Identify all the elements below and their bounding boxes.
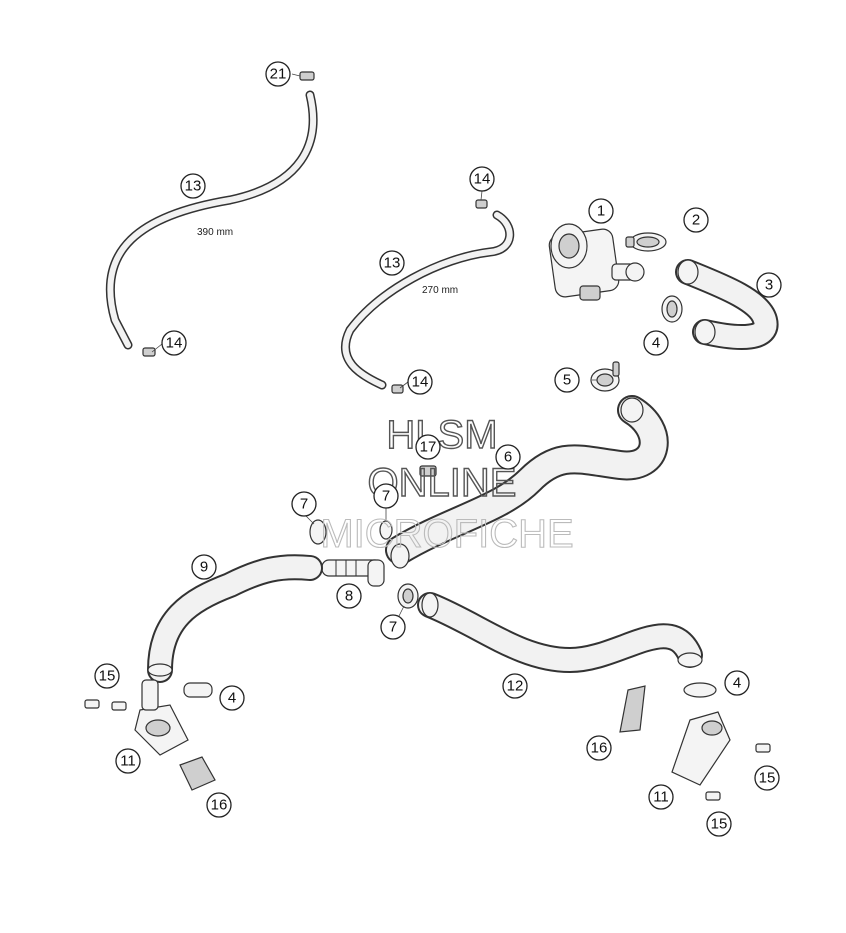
callout-15-right-a: 15	[754, 765, 780, 791]
watermark-line-3: MICROFICHE	[320, 512, 573, 556]
t-connector-8	[321, 559, 385, 587]
svg-text:14: 14	[474, 171, 491, 188]
svg-text:2: 2	[692, 212, 700, 229]
svg-text:6: 6	[504, 449, 512, 466]
bolt-15-left-b	[111, 701, 127, 711]
svg-text:1: 1	[597, 203, 605, 220]
callout-6: 6	[495, 444, 521, 470]
callout-3: 3	[756, 272, 782, 298]
main-hose-6	[385, 395, 669, 569]
callout-1: 1	[588, 198, 614, 224]
svg-text:7: 7	[382, 488, 390, 505]
hose-12	[417, 592, 703, 673]
callout-13-mid: 13	[379, 250, 405, 276]
hose-clamp-14-left	[142, 347, 156, 357]
svg-text:7: 7	[300, 496, 308, 513]
callout-11-left: 11	[115, 748, 141, 774]
svg-text:14: 14	[412, 374, 429, 391]
callout-4-left: 4	[219, 685, 245, 711]
svg-text:16: 16	[591, 740, 608, 757]
svg-text:12: 12	[507, 678, 524, 695]
callout-7-left: 7	[291, 491, 317, 517]
hose-clamp-21	[299, 71, 315, 81]
svg-text:5: 5	[563, 372, 571, 389]
callout-4-right: 4	[724, 670, 750, 696]
callout-12: 12	[502, 673, 528, 699]
callout-13-left: 13	[180, 173, 206, 199]
callout-14-top: 14	[469, 166, 495, 192]
svg-text:17: 17	[420, 439, 437, 456]
ring-clamp-4-right	[683, 682, 717, 698]
clamp-7-bottom	[397, 583, 419, 609]
hose-9	[147, 554, 323, 683]
callout-16-right: 16	[586, 735, 612, 761]
callout-7-bottom: 7	[380, 614, 406, 640]
callout-21: 21	[265, 61, 291, 87]
hose-clamp-14-top	[475, 199, 488, 209]
gasket-16-left	[179, 756, 216, 791]
callout-7-mid: 7	[373, 483, 399, 509]
clamp-7-left	[309, 519, 327, 545]
svg-text:14: 14	[166, 335, 183, 352]
clamp-5	[590, 361, 620, 392]
dimension-390: 390 mm	[197, 227, 233, 238]
callout-14-left: 14	[161, 330, 187, 356]
svg-text:9: 9	[200, 559, 208, 576]
fitting-17	[419, 465, 437, 477]
callout-14-mid: 14	[407, 369, 433, 395]
callout-2: 2	[683, 207, 709, 233]
valve-cover-11-right	[671, 711, 731, 786]
bolt-15-left-a	[84, 699, 100, 709]
svg-text:15: 15	[711, 816, 728, 833]
clamp-2	[625, 232, 667, 252]
filter-canister-1	[548, 223, 645, 301]
svg-text:13: 13	[185, 178, 202, 195]
callout-17: 17	[415, 434, 441, 460]
svg-text:16: 16	[211, 797, 228, 814]
callout-8: 8	[336, 583, 362, 609]
svg-text:15: 15	[759, 770, 776, 787]
svg-text:3: 3	[765, 277, 773, 294]
callout-4-top: 4	[643, 330, 669, 356]
svg-text:21: 21	[270, 66, 287, 83]
hose-13-long	[105, 90, 318, 350]
ring-clamp-4-top	[661, 295, 683, 323]
callout-15-left: 15	[94, 663, 120, 689]
gasket-16-right	[619, 685, 646, 733]
svg-text:7: 7	[389, 619, 397, 636]
hose-13-short	[340, 210, 515, 390]
callout-5: 5	[554, 367, 580, 393]
watermark: HLSM ONLINE MICROFICHE	[320, 412, 574, 556]
watermark-line-1: HLSM	[386, 413, 497, 457]
elbow-hose-3	[675, 259, 779, 350]
callout-16-left: 16	[206, 792, 232, 818]
svg-text:4: 4	[733, 675, 741, 692]
hose-clamp-14-bottom	[391, 384, 404, 394]
svg-text:4: 4	[228, 690, 236, 707]
dimension-270: 270 mm	[422, 285, 458, 296]
svg-text:8: 8	[345, 588, 353, 605]
ring-clamp-4-left	[183, 682, 213, 698]
svg-text:4: 4	[652, 335, 660, 352]
callout-11-right: 11	[648, 784, 674, 810]
callout-15-right-b: 15	[706, 811, 732, 837]
svg-text:13: 13	[384, 255, 401, 272]
bolt-15-right-a	[755, 743, 771, 753]
valve-cover-11-left	[134, 679, 189, 756]
bolt-15-right-b	[705, 791, 721, 801]
svg-text:11: 11	[653, 789, 669, 806]
svg-text:11: 11	[120, 753, 136, 770]
svg-text:15: 15	[99, 668, 116, 685]
callout-9: 9	[191, 554, 217, 580]
leader-lines	[151, 73, 597, 619]
